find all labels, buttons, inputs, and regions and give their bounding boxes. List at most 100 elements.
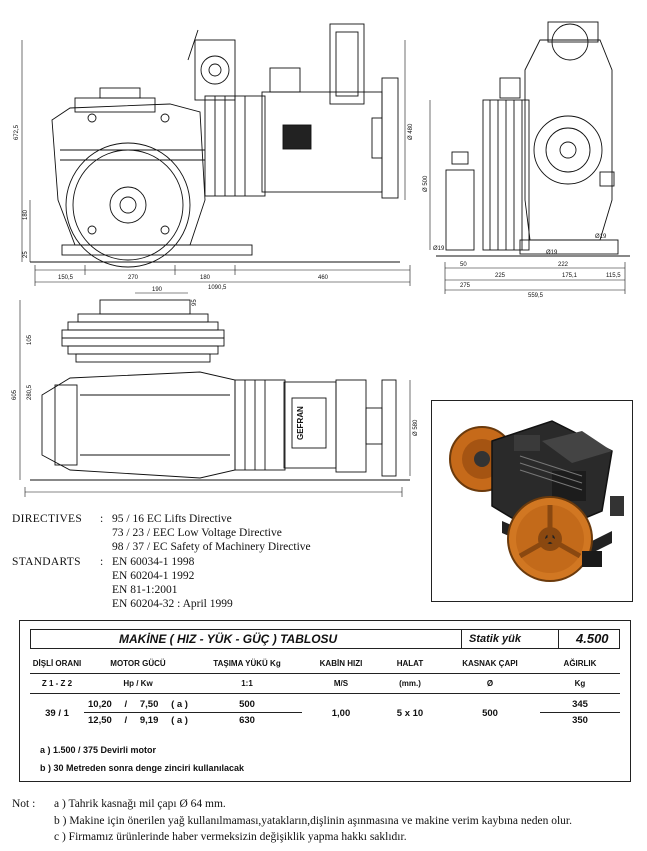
standard-item: EN 60204-32 : April 1999 (112, 598, 233, 611)
static-load-label: Statik yük (469, 633, 521, 645)
top-view-dimensions (19, 292, 411, 497)
side-view-dimensions (429, 100, 626, 294)
motor-kw: 7,50 (139, 699, 159, 710)
standards-list: EN 60034-1 1998 EN 60204-1 1992 EN 81-1:… (112, 555, 233, 612)
dim-top-105: 105 (27, 334, 33, 345)
dim-side-pulley: Ø 500 (423, 175, 429, 192)
dim-side-small-2: Ø19 (433, 246, 445, 252)
header-motor: MOTOR GÜCÜ (110, 659, 166, 668)
footer-note-row: c ) Firmamız ürünlerinde haber vermeksiz… (12, 829, 572, 846)
technical-drawing: 150,5 270 180 460 1090,5 672,5 180 25 Ø … (12, 21, 630, 497)
dim-front-base: 25 (23, 251, 29, 258)
standards-section: STANDARTS : EN 60034-1 1998 EN 60204-1 1… (12, 555, 311, 612)
unit-pulley: Ø (486, 679, 494, 688)
directive-item: 95 / 16 EC Lifts Directive (112, 513, 232, 525)
dim-front-3: 180 (200, 275, 211, 281)
cell-ratio: 39 / 1 (45, 707, 69, 719)
dim-side-mid: 275 (460, 283, 471, 289)
table-data-row: 39 / 1 10,20 / 7,50 ( a ) 12,50 / 9,19 (… (30, 694, 620, 732)
motor-note: ( a ) (171, 699, 188, 710)
dim-side-bolt: Ø19 (595, 234, 607, 240)
notes-spacer (12, 813, 54, 830)
dim-top-1: 190 (152, 287, 163, 293)
top-view (30, 299, 410, 481)
standards-label: STANDARTS (12, 555, 81, 568)
dim-front-axis: 180 (23, 209, 29, 220)
table-header-row: DİŞLİ ORANI MOTOR GÜCÜ TAŞIMA YÜKÜ Kg KA… (30, 654, 620, 674)
motor-sep: / (124, 715, 128, 726)
standards-colon: : (100, 555, 104, 568)
dim-front-wheel: Ø 480 (408, 123, 414, 140)
weight-value: 350 (572, 715, 588, 726)
footer-note: b ) Makine için önerilen yağ kullanılmam… (54, 814, 572, 827)
motor-option-1: 10,20 / 7,50 ( a ) (84, 697, 192, 713)
directives-label: DIRECTIVES (12, 513, 83, 525)
directives-list: 95 / 16 EC Lifts Directive 73 / 23 / EEC… (112, 512, 311, 555)
front-view-dimensions (21, 40, 411, 286)
unit-motor: Hp / Kw (123, 679, 153, 688)
footer-note-row: b ) Makine için önerilen yağ kullanılmam… (12, 813, 572, 830)
standard-item: EN 81-1:2001 (112, 584, 178, 597)
cell-pulley: 500 (482, 707, 498, 719)
front-view (30, 23, 400, 268)
header-load: TAŞIMA YÜKÜ Kg (213, 659, 281, 668)
motor-kw: 9,19 (139, 715, 159, 726)
dim-side-3: 115,5 (606, 273, 621, 279)
motor-note: ( a ) (171, 715, 188, 726)
dim-side-222: 222 (558, 262, 569, 268)
table-title-bar: MAKİNE ( HIZ - YÜK - GÜÇ ) TABLOSU Stati… (30, 629, 620, 649)
motor-hp: 10,20 (88, 699, 112, 710)
title-divider (461, 630, 462, 648)
machine-spec-table: MAKİNE ( HIZ - YÜK - GÜÇ ) TABLOSU Stati… (19, 620, 631, 782)
footer-notes: Not : a ) Tahrik kasnağı mil çapı Ø 64 m… (12, 796, 572, 846)
dim-top-280: 280,5 (27, 384, 33, 400)
dim-front-4: 460 (318, 275, 329, 281)
table-note: b ) 30 Metreden sonra denge zinciri kull… (40, 763, 245, 773)
dim-front-2: 270 (128, 275, 139, 281)
footer-note: c ) Firmamız ürünlerinde haber vermeksiz… (54, 831, 407, 843)
cell-rope: 5 x 10 (396, 707, 424, 719)
dim-top-2: 95 (192, 299, 198, 306)
header-ratio: DİŞLİ ORANI (32, 659, 82, 668)
load-value: 500 (192, 697, 302, 713)
header-weight: AĞIRLIK (563, 659, 597, 668)
cell-weight: 345 350 (540, 694, 620, 732)
dim-side-total: 559,5 (528, 293, 544, 299)
motor-option-2: 12,50 / 9,19 ( a ) (84, 713, 192, 729)
unit-load: 1:1 (241, 679, 253, 688)
motor-sep: / (124, 699, 128, 710)
cell-motor: 10,20 / 7,50 ( a ) 12,50 / 9,19 ( a ) (84, 694, 192, 732)
directive-item: 98 / 37 / EC Safety of Machinery Directi… (112, 541, 311, 554)
weight-value: 345 (540, 697, 620, 713)
notes-spacer (12, 829, 54, 846)
dim-front-total: 1090,5 (208, 285, 227, 291)
directives-colon: : (100, 513, 104, 525)
dim-front-1: 150,5 (58, 275, 74, 281)
standard-item: EN 60204-1 1992 (112, 569, 195, 582)
unit-weight: Kg (574, 679, 586, 688)
motor-hp: 12,50 (88, 715, 112, 726)
header-speed: KABİN HIZI (319, 659, 363, 668)
title-divider (558, 630, 559, 648)
machine-render-illustration (449, 420, 624, 582)
table-units-row: Z 1 - Z 2 Hp / Kw 1:1 M/S (mm.) Ø Kg (30, 674, 620, 694)
dim-side-1: 225 (495, 273, 506, 279)
dim-front-height: 672,5 (14, 124, 20, 140)
machine-3d-render (431, 400, 633, 602)
unit-rope: (mm.) (399, 679, 421, 688)
dim-top-wheel: Ø 580 (413, 419, 419, 436)
dim-top-height: 605 (12, 389, 18, 400)
motor-brand-label: GEFRAN (296, 406, 305, 440)
table-title: MAKİNE ( HIZ - YÜK - GÜÇ ) TABLOSU (119, 632, 338, 646)
static-load-value: 4.500 (576, 631, 609, 646)
footer-note-row: Not : a ) Tahrik kasnağı mil çapı Ø 64 m… (12, 796, 572, 813)
cell-speed: 1,00 (331, 707, 351, 719)
directive-item: 73 / 23 / EEC Low Voltage Directive (112, 527, 282, 540)
directives-section: DIRECTIVES : 95 / 16 EC Lifts Directive … (12, 512, 311, 555)
directives-standards-block: DIRECTIVES : 95 / 16 EC Lifts Directive … (12, 512, 311, 611)
table-notes: a ) 1.500 / 375 Devirli motor b ) 30 Met… (40, 741, 244, 777)
load-value: 630 (239, 715, 255, 726)
footer-note: a ) Tahrik kasnağı mil çapı Ø 64 mm. (54, 798, 226, 810)
unit-speed: M/S (333, 679, 349, 688)
header-pulley: KASNAK ÇAPI (462, 659, 518, 668)
